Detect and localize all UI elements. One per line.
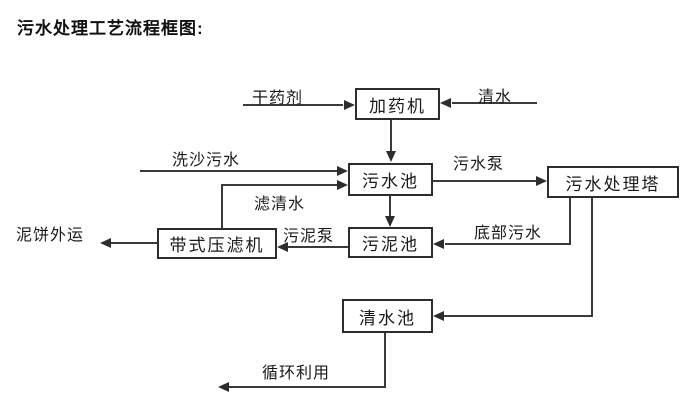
line-bottom-sewage-vertical [569, 198, 571, 245]
flow-label-sludge-pump: 污泥泵 [283, 228, 335, 245]
flow-label-sewage-pump: 污水泵 [453, 156, 505, 173]
line-tower-to-clean-horizontal [444, 315, 593, 317]
arrow-left-bottom-sewage-icon [433, 239, 444, 249]
arrow-left-recycling-icon [218, 382, 229, 392]
line-clean-water [452, 102, 537, 104]
node-sludge-pool: 污泥池 [348, 227, 433, 258]
page-title: 污水处理工艺流程框图: [17, 19, 204, 38]
line-filtered-water-vertical [221, 185, 223, 228]
node-sludge-pool-label: 污泥池 [362, 235, 419, 254]
flow-label-recycling: 循环利用 [262, 365, 331, 382]
line-sewage-pump [433, 180, 536, 182]
flow-label-mud-cake-out: 泥饼外运 [16, 227, 85, 244]
line-filtered-water-horizontal [221, 184, 337, 186]
line-sand-washing-sewage [140, 170, 337, 172]
arrow-left-tower-to-clean-icon [433, 311, 444, 321]
node-dosing-machine: 加药机 [355, 88, 440, 120]
arrow-right-filtered-water-icon [337, 180, 348, 190]
node-sewage-pool-label: 污水池 [362, 172, 419, 191]
line-recycling-vertical [384, 333, 386, 388]
arrow-left-mud-cake-icon [100, 238, 111, 248]
line-sewage-to-sludge [389, 196, 391, 217]
line-tower-to-clean-vertical [591, 198, 593, 317]
flow-label-filtered-water: 滤清水 [254, 196, 306, 213]
flow-label-sand-washing-sewage: 洗沙污水 [172, 152, 241, 169]
node-sewage-pool: 污水池 [348, 163, 433, 196]
node-clean-water-pool-label: 清水池 [359, 308, 416, 328]
line-dosing-to-sewage [390, 120, 392, 151]
flow-label-bottom-sewage: 底部污水 [474, 225, 543, 242]
arrow-down-dosing-to-sewage-icon [386, 151, 396, 162]
flow-label-clean-water: 清水 [478, 89, 513, 106]
arrow-right-sewage-pump-icon [536, 176, 547, 186]
node-belt-filter-press: 带式压滤机 [157, 228, 277, 259]
node-treatment-tower: 污水处理塔 [547, 166, 679, 198]
flow-label-dry-chemical: 干药剂 [252, 90, 304, 107]
arrow-right-dry-chemical-icon [344, 100, 355, 110]
node-clean-water-pool: 清水池 [342, 299, 433, 333]
node-treatment-tower-label: 污水处理塔 [565, 174, 661, 194]
node-belt-filter-press-label: 带式压滤机 [169, 236, 265, 255]
node-dosing-machine-label: 加药机 [369, 96, 426, 116]
arrow-right-sand-washing-icon [337, 166, 348, 176]
arrow-left-sludge-pump-icon [277, 242, 288, 252]
arrow-down-sewage-to-sludge-icon [385, 216, 395, 227]
arrow-left-clean-water-icon [440, 98, 451, 108]
line-dry-chemical [243, 104, 343, 106]
line-mud-cake-out [111, 242, 157, 244]
line-sludge-pump [288, 246, 348, 248]
line-recycling-horizontal [229, 386, 386, 388]
line-bottom-sewage-horizontal [445, 243, 571, 245]
